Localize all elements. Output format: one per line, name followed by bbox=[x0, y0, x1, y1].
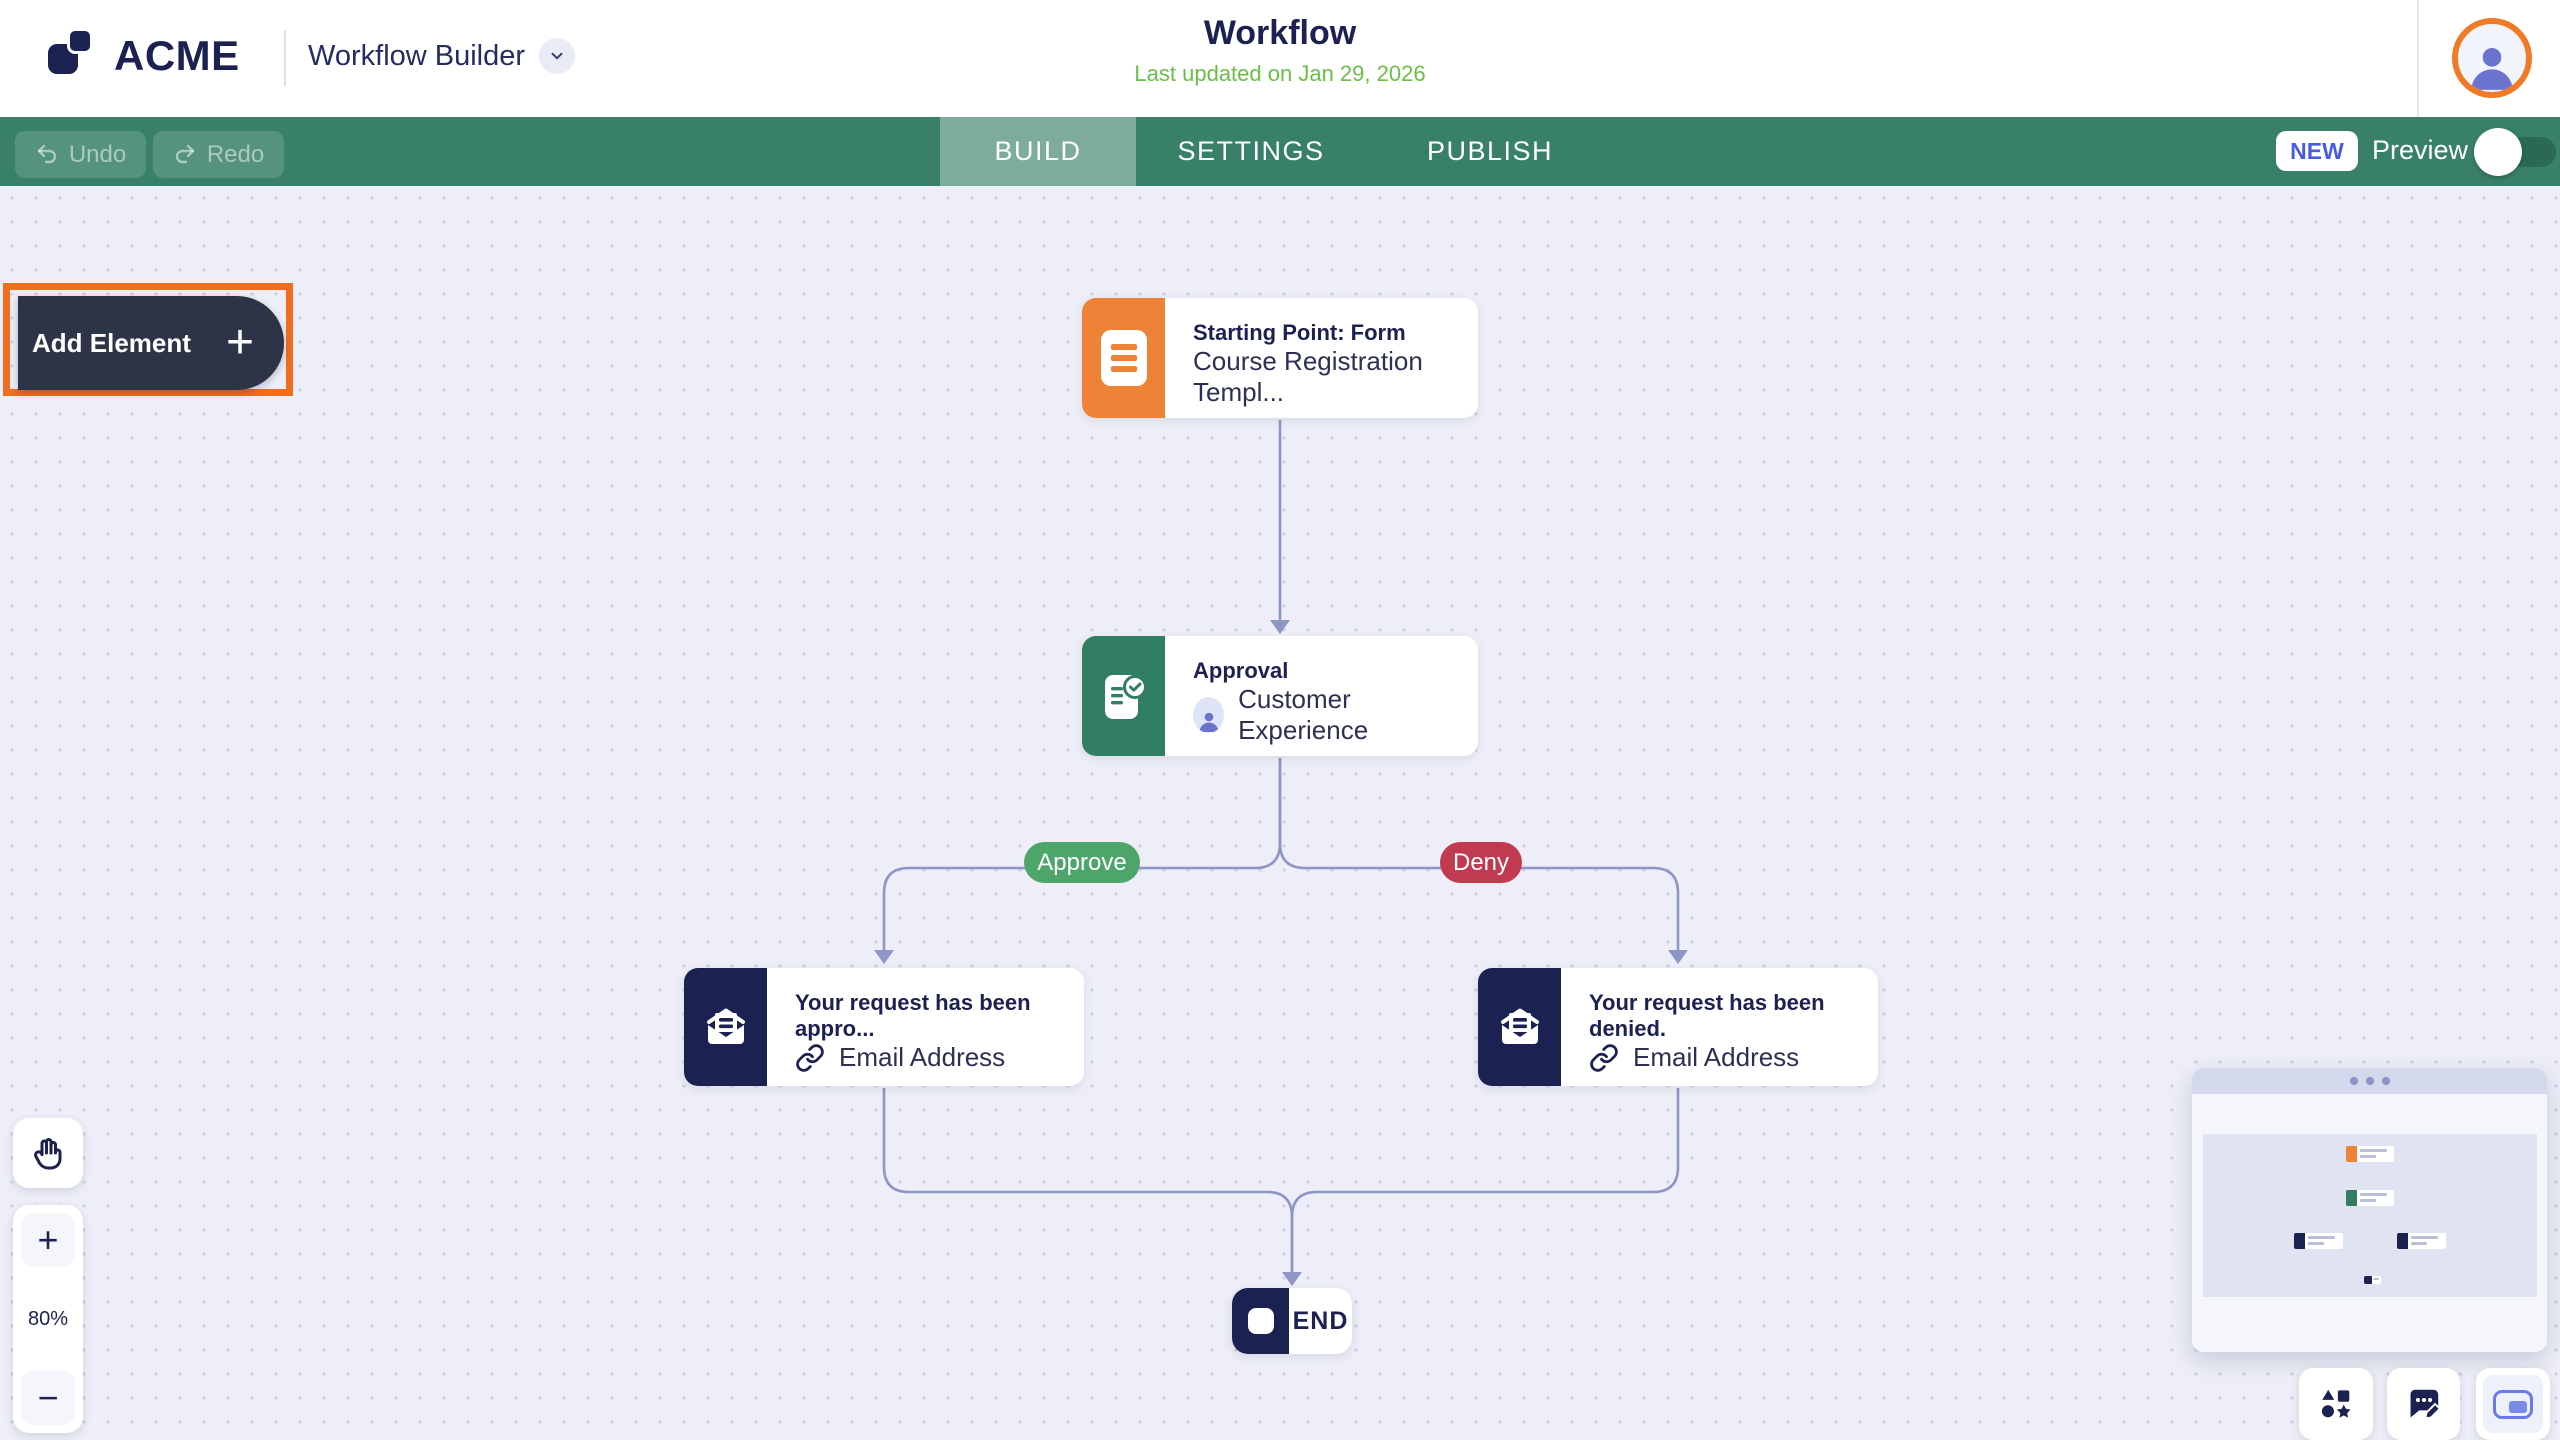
email-denied-title: Your request has been denied. bbox=[1589, 990, 1825, 1041]
toggle-knob[interactable] bbox=[2474, 128, 2522, 176]
node-approval[interactable]: Approval Customer Experience bbox=[1082, 636, 1478, 756]
header-right-divider bbox=[2417, 0, 2419, 117]
redo-label: Redo bbox=[206, 140, 265, 168]
user-avatar[interactable] bbox=[2452, 18, 2532, 98]
acme-logo-icon bbox=[48, 28, 100, 84]
add-element-label: Add Element bbox=[32, 327, 191, 358]
approve-branch-badge: Approve bbox=[1024, 842, 1140, 883]
person-icon bbox=[1199, 712, 1219, 732]
minimap-titlebar bbox=[2192, 1068, 2547, 1094]
minimap-toggle-button[interactable] bbox=[2476, 1368, 2550, 1440]
logo-text: ACME bbox=[114, 32, 240, 79]
builder-toolbar: Undo Redo BUILD SETTINGS PUBLISH NEW Pre… bbox=[0, 117, 2560, 186]
tab-settings-label: SETTINGS bbox=[1177, 136, 1325, 166]
approval-assignee: Customer Experience bbox=[1238, 684, 1369, 745]
feedback-button[interactable] bbox=[2387, 1368, 2460, 1440]
deny-branch-badge: Deny bbox=[1440, 842, 1522, 883]
last-updated-text: Last updated on Jan 29, 2026 bbox=[1134, 61, 1426, 86]
person-icon bbox=[2471, 48, 2513, 90]
tab-publish-label: PUBLISH bbox=[1426, 136, 1554, 166]
add-element-button[interactable]: Add Element + bbox=[18, 296, 284, 390]
approval-node-icon-area bbox=[1082, 636, 1165, 756]
workflow-canvas[interactable]: Add Element + Starting Point: Form Cours… bbox=[0, 186, 2560, 1440]
zoom-in-button[interactable]: + bbox=[21, 1213, 75, 1267]
start-node-title: Starting Point: Form bbox=[1193, 320, 1406, 345]
new-badge: NEW bbox=[2276, 131, 2358, 171]
email-approved-title: Your request has been appro... bbox=[795, 990, 1031, 1041]
minimap-node-email-denied bbox=[2397, 1233, 2446, 1249]
pan-tool-button[interactable] bbox=[13, 1118, 83, 1188]
preview-label: Preview bbox=[2372, 135, 2469, 165]
stop-icon bbox=[1247, 1308, 1274, 1334]
node-start-form[interactable]: Starting Point: Form Course Registration… bbox=[1082, 298, 1478, 418]
end-label: END bbox=[1292, 1306, 1349, 1335]
zoom-level: 80% bbox=[27, 1307, 69, 1330]
workflow-minimap[interactable] bbox=[2192, 1068, 2547, 1352]
zoom-out-button[interactable]: − bbox=[21, 1371, 75, 1425]
chevron-down-icon[interactable] bbox=[539, 38, 576, 74]
email-approved-recipient: Email Address bbox=[839, 1042, 1006, 1072]
email-node-icon-area bbox=[1478, 968, 1561, 1086]
approval-node-title: Approval bbox=[1193, 658, 1289, 683]
acme-logo: ACME bbox=[48, 28, 240, 84]
feedback-icon bbox=[2410, 1389, 2441, 1420]
link-icon bbox=[796, 1043, 824, 1072]
redo-icon bbox=[175, 144, 195, 163]
header-divider bbox=[284, 30, 286, 86]
end-icon-area bbox=[1232, 1288, 1289, 1354]
shapes-icon bbox=[2321, 1389, 2351, 1418]
minimap-panel-icon bbox=[2493, 1389, 2533, 1419]
app-name-label: Workflow Builder bbox=[308, 39, 526, 72]
tab-settings[interactable]: SETTINGS bbox=[1136, 117, 1366, 186]
assignee-avatar bbox=[1193, 697, 1225, 733]
form-icon bbox=[1100, 330, 1147, 386]
tab-build-label: BUILD bbox=[994, 136, 1082, 166]
undo-label: Undo bbox=[68, 140, 127, 168]
minimap-node-email-approved bbox=[2294, 1233, 2343, 1249]
email-node-icon-area bbox=[684, 968, 767, 1086]
preview-toggle[interactable] bbox=[2474, 128, 2556, 176]
minimap-node-end bbox=[2364, 1276, 2381, 1284]
node-email-denied[interactable]: Your request has been denied. Email Addr… bbox=[1478, 968, 1878, 1086]
minimap-node-start bbox=[2346, 1146, 2394, 1162]
minimap-viewport bbox=[2203, 1134, 2537, 1297]
email-icon bbox=[1500, 1008, 1539, 1044]
zoom-controls: + 80% − bbox=[13, 1205, 83, 1433]
workflow-builder-dropdown[interactable]: Workflow Builder bbox=[308, 38, 576, 74]
node-end[interactable]: END bbox=[1232, 1288, 1352, 1354]
app-header: ACME Workflow Builder Workflow Last upda… bbox=[0, 0, 2560, 117]
start-node-subtitle: Course Registration Templ... bbox=[1193, 346, 1423, 407]
undo-icon bbox=[37, 144, 56, 163]
elements-library-button[interactable] bbox=[2299, 1368, 2373, 1440]
form-node-icon-area bbox=[1082, 298, 1165, 418]
tab-build[interactable]: BUILD bbox=[940, 117, 1136, 186]
hand-icon bbox=[34, 1138, 62, 1170]
plus-icon: + bbox=[225, 316, 254, 369]
approval-icon bbox=[1104, 675, 1147, 719]
redo-button[interactable]: Redo bbox=[153, 131, 284, 178]
undo-button[interactable]: Undo bbox=[15, 131, 146, 178]
email-icon bbox=[706, 1008, 745, 1044]
email-denied-recipient: Email Address bbox=[1633, 1042, 1800, 1072]
page-title: Workflow bbox=[1203, 14, 1357, 52]
tab-publish[interactable]: PUBLISH bbox=[1366, 117, 1614, 186]
add-element-highlight: Add Element + bbox=[3, 283, 293, 396]
minimap-node-approval bbox=[2346, 1190, 2394, 1206]
minimap-toggle-active-state bbox=[2483, 1375, 2543, 1433]
node-email-approved[interactable]: Your request has been appro... Email Add… bbox=[684, 968, 1084, 1086]
link-icon bbox=[1590, 1043, 1618, 1072]
